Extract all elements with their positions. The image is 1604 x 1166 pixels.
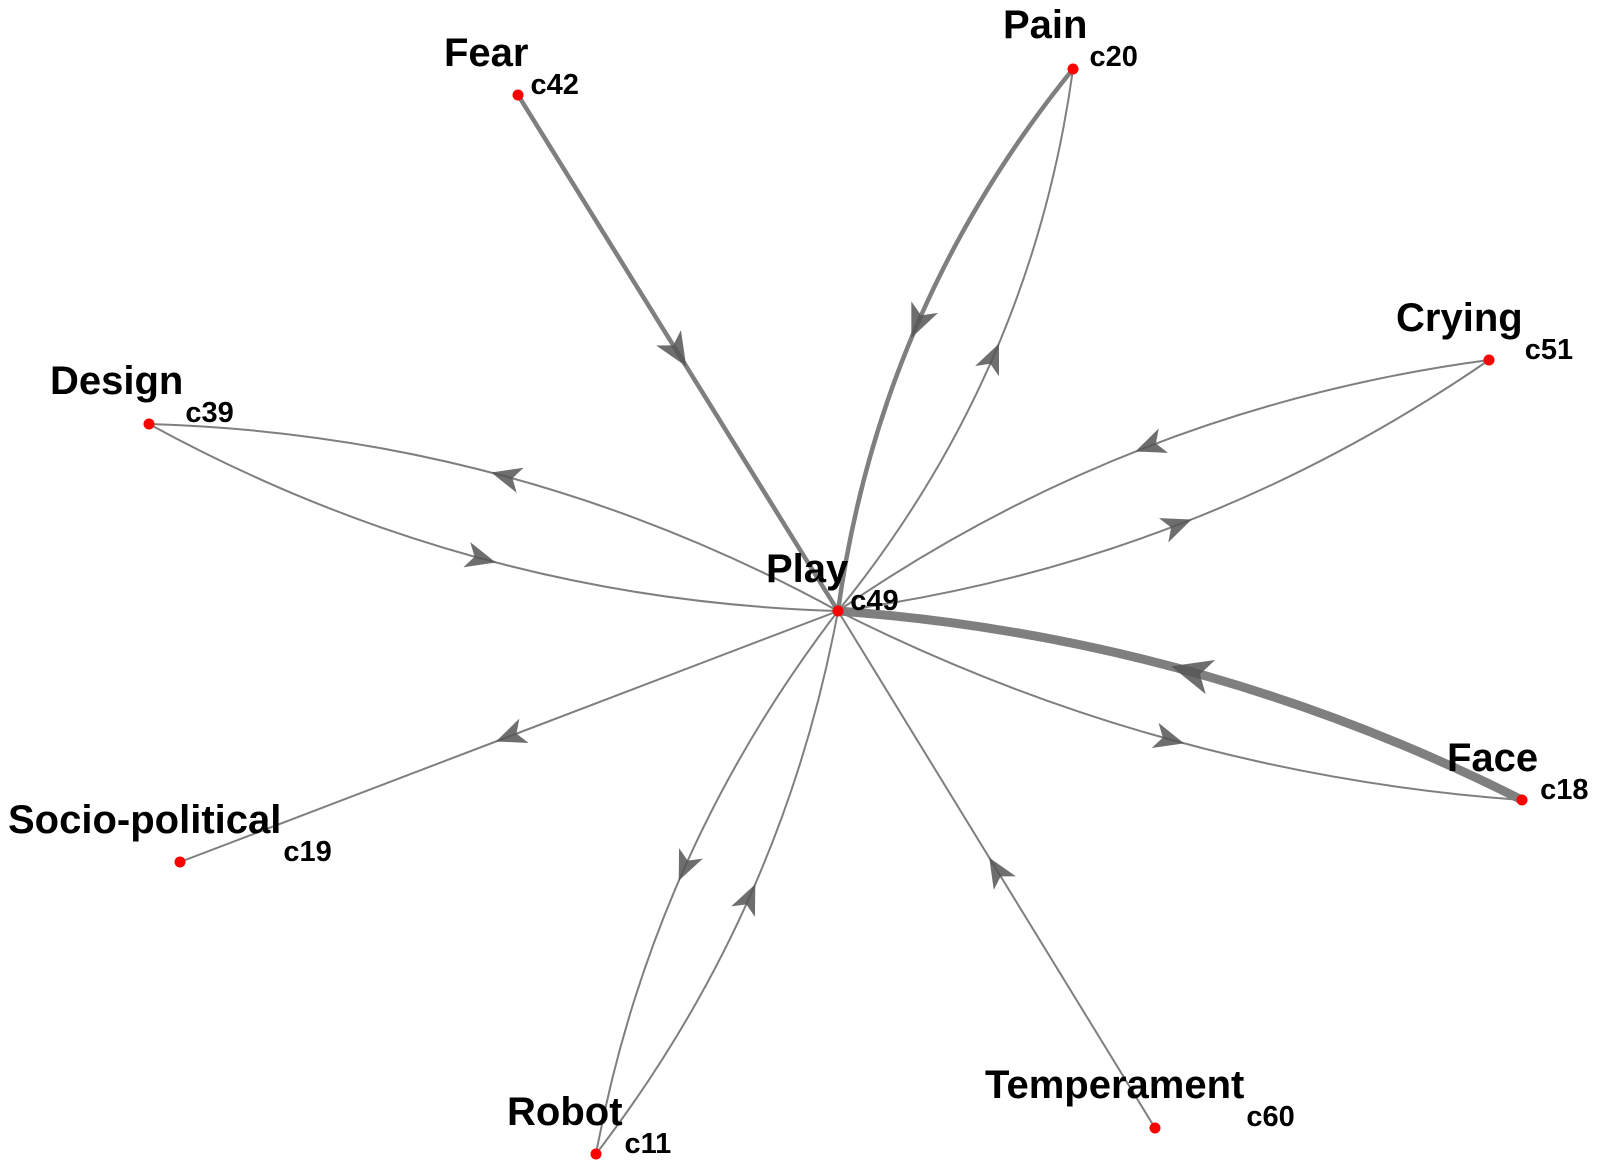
label-fear-name: Fear xyxy=(444,31,529,75)
labels-layer: Playc49Fearc42Painc20Cryingc51Designc39F… xyxy=(8,3,1589,1160)
edge-robot-to-play xyxy=(595,610,839,1155)
node-design xyxy=(143,418,155,430)
edge-play-to-design xyxy=(148,423,839,612)
label-temperament-name: Temperament xyxy=(985,1063,1244,1107)
node-crying xyxy=(1483,354,1495,366)
nodes-layer xyxy=(143,63,1528,1160)
arrowhead-play-to-crying xyxy=(1158,518,1192,543)
node-fear xyxy=(512,89,524,101)
label-design: Designc39 xyxy=(50,359,234,429)
edge-play-to-robot xyxy=(595,610,839,1155)
label-socio-name: Socio-political xyxy=(8,798,281,842)
arrowhead-fear-to-play xyxy=(656,330,687,367)
label-face: Facec18 xyxy=(1447,736,1589,806)
node-temperament xyxy=(1149,1122,1161,1134)
label-play: Playc49 xyxy=(766,547,899,617)
edge-face-to-play xyxy=(833,606,1527,805)
edge-play-to-crying xyxy=(837,359,1490,612)
edge-play-to-pain xyxy=(837,68,1074,612)
label-robot: Robotc11 xyxy=(507,1090,671,1160)
arrowhead-temperament-to-play xyxy=(989,857,1016,890)
edge-play-to-face xyxy=(837,610,1523,801)
label-crying-name: Crying xyxy=(1396,296,1523,340)
arrowhead-pain-to-play xyxy=(911,301,939,338)
label-crying: Cryingc51 xyxy=(1396,296,1573,366)
label-pain: Painc20 xyxy=(1003,3,1138,73)
node-robot xyxy=(590,1148,602,1160)
arrowhead-play-to-design xyxy=(491,467,524,493)
label-face-code: c18 xyxy=(1540,774,1588,806)
arrowhead-play-to-robot xyxy=(678,848,703,881)
label-fear: Fearc42 xyxy=(444,31,579,101)
arrowhead-face-to-play xyxy=(1171,660,1216,695)
label-pain-name: Pain xyxy=(1003,3,1087,47)
edge-crying-to-play xyxy=(837,359,1490,612)
label-play-code: c49 xyxy=(850,585,898,617)
label-design-name: Design xyxy=(50,359,183,403)
label-socio: Socio-politicalc19 xyxy=(8,798,332,868)
arrowhead-play-to-face xyxy=(1151,722,1185,748)
node-socio xyxy=(174,856,186,868)
label-robot-name: Robot xyxy=(507,1090,623,1134)
arrowheads-layer xyxy=(463,301,1216,917)
arrowhead-design-to-play xyxy=(463,542,496,568)
label-socio-code: c19 xyxy=(283,836,331,868)
label-play-name: Play xyxy=(766,547,849,591)
arrowhead-play-to-pain xyxy=(975,343,1000,377)
label-temperament-code: c60 xyxy=(1246,1101,1294,1133)
node-face xyxy=(1516,794,1528,806)
arrowhead-play-to-socio xyxy=(495,718,529,743)
label-crying-code: c51 xyxy=(1525,334,1573,366)
label-pain-code: c20 xyxy=(1089,41,1137,73)
label-robot-code: c11 xyxy=(625,1128,672,1160)
arrowhead-crying-to-play xyxy=(1135,428,1169,453)
edge-pain-to-play xyxy=(835,66,1076,614)
label-face-name: Face xyxy=(1447,736,1538,780)
arrowhead-robot-to-play xyxy=(731,884,756,917)
label-design-code: c39 xyxy=(185,397,233,429)
node-pain xyxy=(1067,63,1079,75)
label-fear-code: c42 xyxy=(531,69,579,101)
label-temperament: Temperamentc60 xyxy=(985,1063,1295,1133)
node-play xyxy=(832,605,844,617)
edge-design-to-play xyxy=(148,423,839,612)
